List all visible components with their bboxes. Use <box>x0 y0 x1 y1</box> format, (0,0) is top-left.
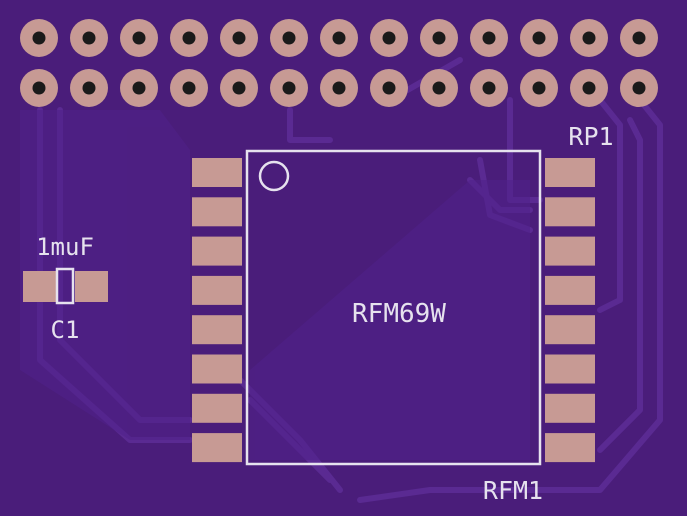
header-drill-hole <box>582 81 596 95</box>
header-drill-hole <box>382 31 396 45</box>
module-pad-left <box>192 433 242 463</box>
module-pad-right <box>545 433 595 463</box>
header-drill-hole <box>182 31 196 45</box>
module-pad-right <box>545 236 595 266</box>
header-drill-hole <box>232 81 246 95</box>
header-drill-hole <box>132 81 146 95</box>
module-pad-right <box>545 275 595 305</box>
pin1-marker <box>258 160 290 192</box>
header-drill-hole <box>332 81 346 95</box>
module-pad-right <box>545 393 595 423</box>
module-pad-left <box>192 393 242 423</box>
header-drill-hole <box>282 31 296 45</box>
header-drill-hole <box>632 31 646 45</box>
header-drill-hole <box>332 31 346 45</box>
module-outline <box>245 149 542 466</box>
header-drill-hole <box>182 81 196 95</box>
module-pad-right <box>545 354 595 384</box>
module-pads <box>192 158 595 463</box>
module-pad-right <box>545 158 595 187</box>
module-pad-left <box>192 275 242 305</box>
module-pad-left <box>192 354 242 384</box>
header-drill-hole <box>232 31 246 45</box>
header-drill-hole <box>632 81 646 95</box>
module-rfm69w: RFM69W RFM1 <box>245 149 543 505</box>
header-drill-hole <box>482 31 496 45</box>
capacitor-pad-left <box>23 271 56 302</box>
capacitor-value: 1muF <box>36 233 94 261</box>
header-drill-hole <box>532 31 546 45</box>
header-drill-hole <box>582 31 596 45</box>
module-ref: RFM1 <box>483 476 543 505</box>
capacitor-c1: 1muF C1 <box>23 233 108 344</box>
module-pad-left <box>192 158 242 187</box>
header-drill-hole <box>32 81 46 95</box>
header-drill-hole <box>432 81 446 95</box>
module-label: RFM69W <box>352 299 446 329</box>
header-drill-hole <box>382 81 396 95</box>
module-pad-left <box>192 315 242 345</box>
pin-header <box>20 19 658 107</box>
module-pad-left <box>192 197 242 227</box>
header-drill-hole <box>432 31 446 45</box>
capacitor-pad-right <box>75 271 108 302</box>
header-drill-hole <box>482 81 496 95</box>
header-drill-hole <box>32 31 46 45</box>
header-drill-hole <box>132 31 146 45</box>
module-pad-right <box>545 315 595 345</box>
resistor-pack-ref: RP1 <box>568 122 613 151</box>
module-pad-left <box>192 236 242 266</box>
capacitor-outline <box>55 267 75 305</box>
header-drill-hole <box>82 81 96 95</box>
header-drill-hole <box>82 31 96 45</box>
header-drill-hole <box>532 81 546 95</box>
header-drill-hole <box>282 81 296 95</box>
capacitor-ref: C1 <box>51 316 80 344</box>
module-pad-right <box>545 197 595 227</box>
